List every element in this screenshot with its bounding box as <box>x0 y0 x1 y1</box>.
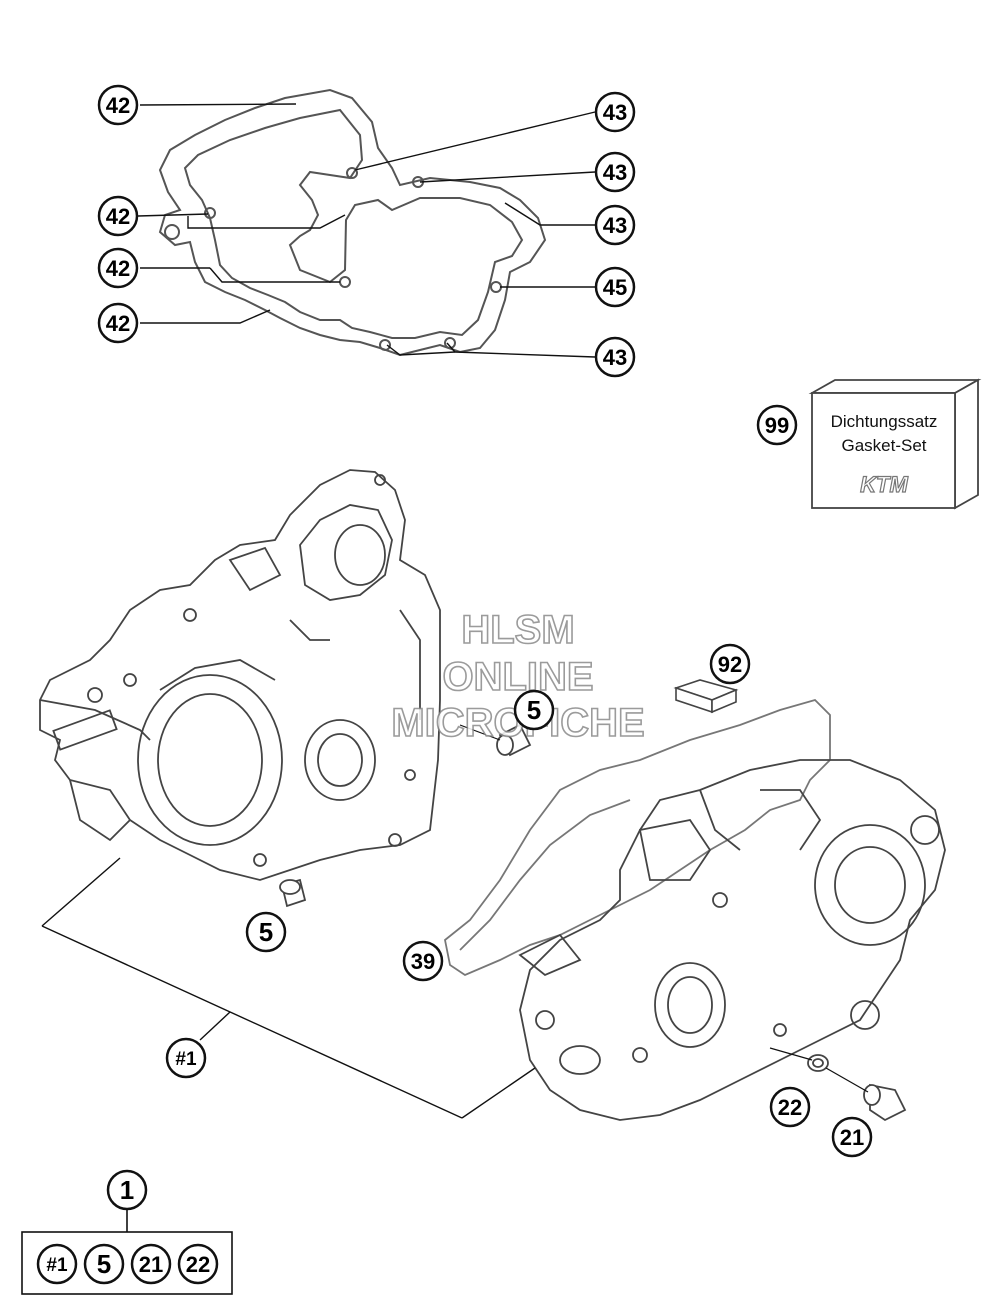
callout-42-c[interactable]: 42 <box>97 247 139 289</box>
dowel-pin-lower <box>279 878 307 908</box>
leader-lines-top <box>137 103 596 358</box>
dowel-pin-upper <box>496 723 532 757</box>
svg-text:43: 43 <box>603 213 627 238</box>
leader-line-dowel <box>459 724 501 741</box>
svg-text:21: 21 <box>139 1252 163 1277</box>
callout-42-b[interactable]: 42 <box>97 195 139 237</box>
leader-lines-lower-right <box>769 1047 869 1093</box>
crankcase-gasket <box>158 88 547 357</box>
callout-21[interactable]: 21 <box>831 1116 873 1158</box>
svg-text:43: 43 <box>603 345 627 370</box>
callout-99[interactable]: 99 <box>756 404 798 446</box>
part-22-washer <box>807 1054 829 1072</box>
kit-item-hash-1[interactable]: #1 <box>36 1243 78 1285</box>
svg-text:1: 1 <box>120 1175 134 1205</box>
ktm-logo: KTM <box>860 472 908 497</box>
right-crankcase-gasket <box>444 698 831 977</box>
svg-text:ONLINE: ONLINE <box>442 655 593 699</box>
callout-hash-1[interactable]: #1 <box>165 1037 207 1079</box>
part-92-insert <box>673 679 739 714</box>
svg-text:5: 5 <box>259 917 273 947</box>
watermark: HLSM ONLINE MICROFICHE <box>391 607 646 746</box>
assembly-bracket <box>41 857 536 1119</box>
part-21-plug <box>863 1083 907 1122</box>
svg-text:99: 99 <box>765 413 789 438</box>
callout-43-b[interactable]: 43 <box>594 151 636 193</box>
callout-39[interactable]: 39 <box>402 940 444 982</box>
svg-text:21: 21 <box>840 1125 864 1150</box>
callout-43-d[interactable]: 43 <box>594 336 636 378</box>
svg-text:43: 43 <box>603 160 627 185</box>
svg-text:5: 5 <box>527 695 541 725</box>
gasket-set-label-de: Dichtungssatz <box>831 412 938 431</box>
svg-text:22: 22 <box>778 1095 802 1120</box>
callout-92[interactable]: 92 <box>709 643 751 685</box>
right-crankcase-half <box>518 759 946 1121</box>
svg-text:22: 22 <box>186 1252 210 1277</box>
kit-item-21[interactable]: 21 <box>130 1243 172 1285</box>
svg-text:42: 42 <box>106 93 130 118</box>
callout-45[interactable]: 45 <box>594 266 636 308</box>
gasket-set-label-en: Gasket-Set <box>841 436 926 455</box>
callout-43-a[interactable]: 43 <box>594 91 636 133</box>
svg-text:HLSM: HLSM <box>461 608 574 652</box>
left-crankcase-half <box>39 469 441 881</box>
callout-22[interactable]: 22 <box>769 1086 811 1128</box>
svg-text:42: 42 <box>106 256 130 281</box>
svg-text:39: 39 <box>411 949 435 974</box>
svg-text:#1: #1 <box>175 1049 197 1070</box>
svg-text:45: 45 <box>603 275 627 300</box>
svg-text:92: 92 <box>718 652 742 677</box>
svg-text:42: 42 <box>106 204 130 229</box>
svg-text:43: 43 <box>603 100 627 125</box>
svg-text:#1: #1 <box>46 1255 68 1276</box>
callout-42-d[interactable]: 42 <box>97 302 139 344</box>
svg-text:5: 5 <box>97 1249 111 1279</box>
gasket-set-box: Dichtungssatz Gasket-Set KTM <box>808 378 982 510</box>
callout-42-a[interactable]: 42 <box>97 84 139 126</box>
kit-item-22[interactable]: 22 <box>177 1243 219 1285</box>
callout-5-lower[interactable]: 5 <box>245 911 287 953</box>
kit-item-5[interactable]: 5 <box>83 1243 125 1285</box>
callout-1[interactable]: 1 <box>106 1169 148 1211</box>
callout-43-c[interactable]: 43 <box>594 204 636 246</box>
svg-text:42: 42 <box>106 311 130 336</box>
callout-5-upper[interactable]: 5 <box>513 689 555 731</box>
